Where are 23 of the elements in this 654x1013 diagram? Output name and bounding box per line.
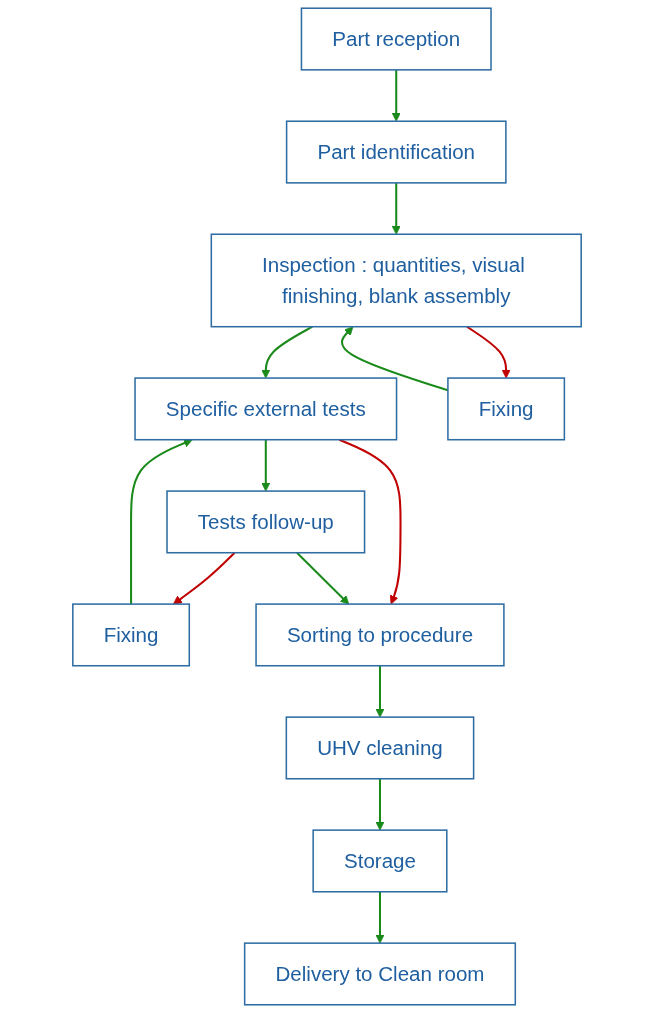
arrow: [375, 665, 385, 718]
node-box: Inspection : quantities, visual finishing, blank assembly: [210, 233, 582, 328]
arrow: [338, 438, 402, 605]
arrow: [466, 325, 511, 379]
arrow: [375, 778, 385, 831]
arrow: [261, 439, 271, 492]
node-box: Sorting to procedure: [255, 603, 505, 667]
arrow: [296, 552, 350, 605]
node-box: Storage: [312, 829, 448, 893]
node-box: Part identification: [285, 120, 507, 184]
arrow: [173, 552, 236, 605]
arrow: [375, 891, 385, 944]
node-box: Fixing: [447, 377, 566, 441]
node-box: Specific external tests: [134, 377, 398, 441]
arrow: [391, 69, 401, 122]
arrow: [391, 182, 401, 235]
arrow: [130, 438, 193, 605]
node-box: UHV cleaning: [285, 716, 475, 780]
node-box: Part reception: [300, 7, 492, 71]
arrow: [261, 325, 313, 379]
node-box: Fixing: [72, 603, 191, 667]
node-box: Tests follow-up: [166, 490, 366, 554]
node-box: Delivery to Clean room: [243, 942, 517, 1006]
